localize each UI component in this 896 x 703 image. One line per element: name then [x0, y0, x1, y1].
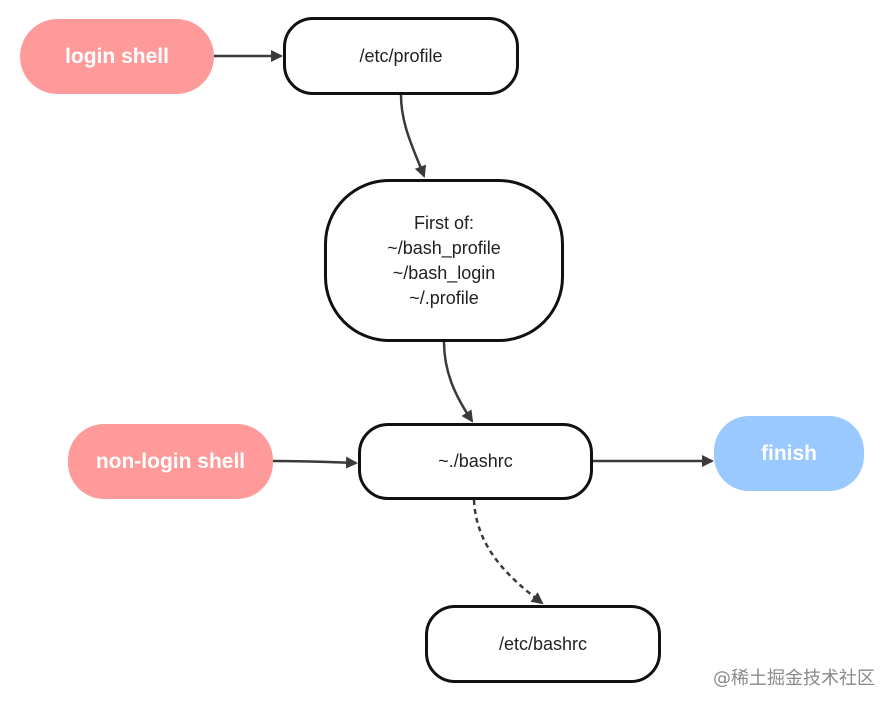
first-of-line: ~/bash_profile: [387, 237, 501, 258]
arrow-bashrc-to-etc-bashrc-dashed: [472, 499, 544, 605]
non-login-shell-label: non-login shell: [95, 449, 246, 473]
first-of-line: ~/bash_login: [392, 262, 496, 283]
arrow-first-of-to-bashrc: [442, 341, 474, 423]
first-of-node: First of: ~/bash_profile ~/bash_login ~/…: [324, 179, 564, 342]
etc-profile-node: /etc/profile: [283, 17, 519, 95]
watermark-text: @稀土掘金技术社区: [713, 668, 875, 689]
finish-label: finish: [761, 441, 817, 465]
etc-bashrc-label: /etc/bashrc: [498, 633, 588, 654]
login-shell-label: login shell: [65, 44, 169, 68]
first-of-line: ~/.profile: [409, 287, 479, 308]
bashrc-node: ~./bashrc: [358, 423, 593, 500]
etc-bashrc-node: /etc/bashrc: [425, 605, 661, 683]
arrow-nonlogin-to-bashrc: [272, 456, 358, 469]
login-shell-node: login shell: [20, 19, 214, 94]
etc-profile-label: /etc/profile: [359, 45, 443, 66]
non-login-shell-node: non-login shell: [68, 424, 273, 499]
first-of-line: First of:: [413, 212, 474, 233]
arrow-profile-to-first-of: [399, 94, 427, 178]
bashrc-label: ~./bashrc: [438, 451, 513, 471]
finish-node: finish: [714, 416, 864, 491]
